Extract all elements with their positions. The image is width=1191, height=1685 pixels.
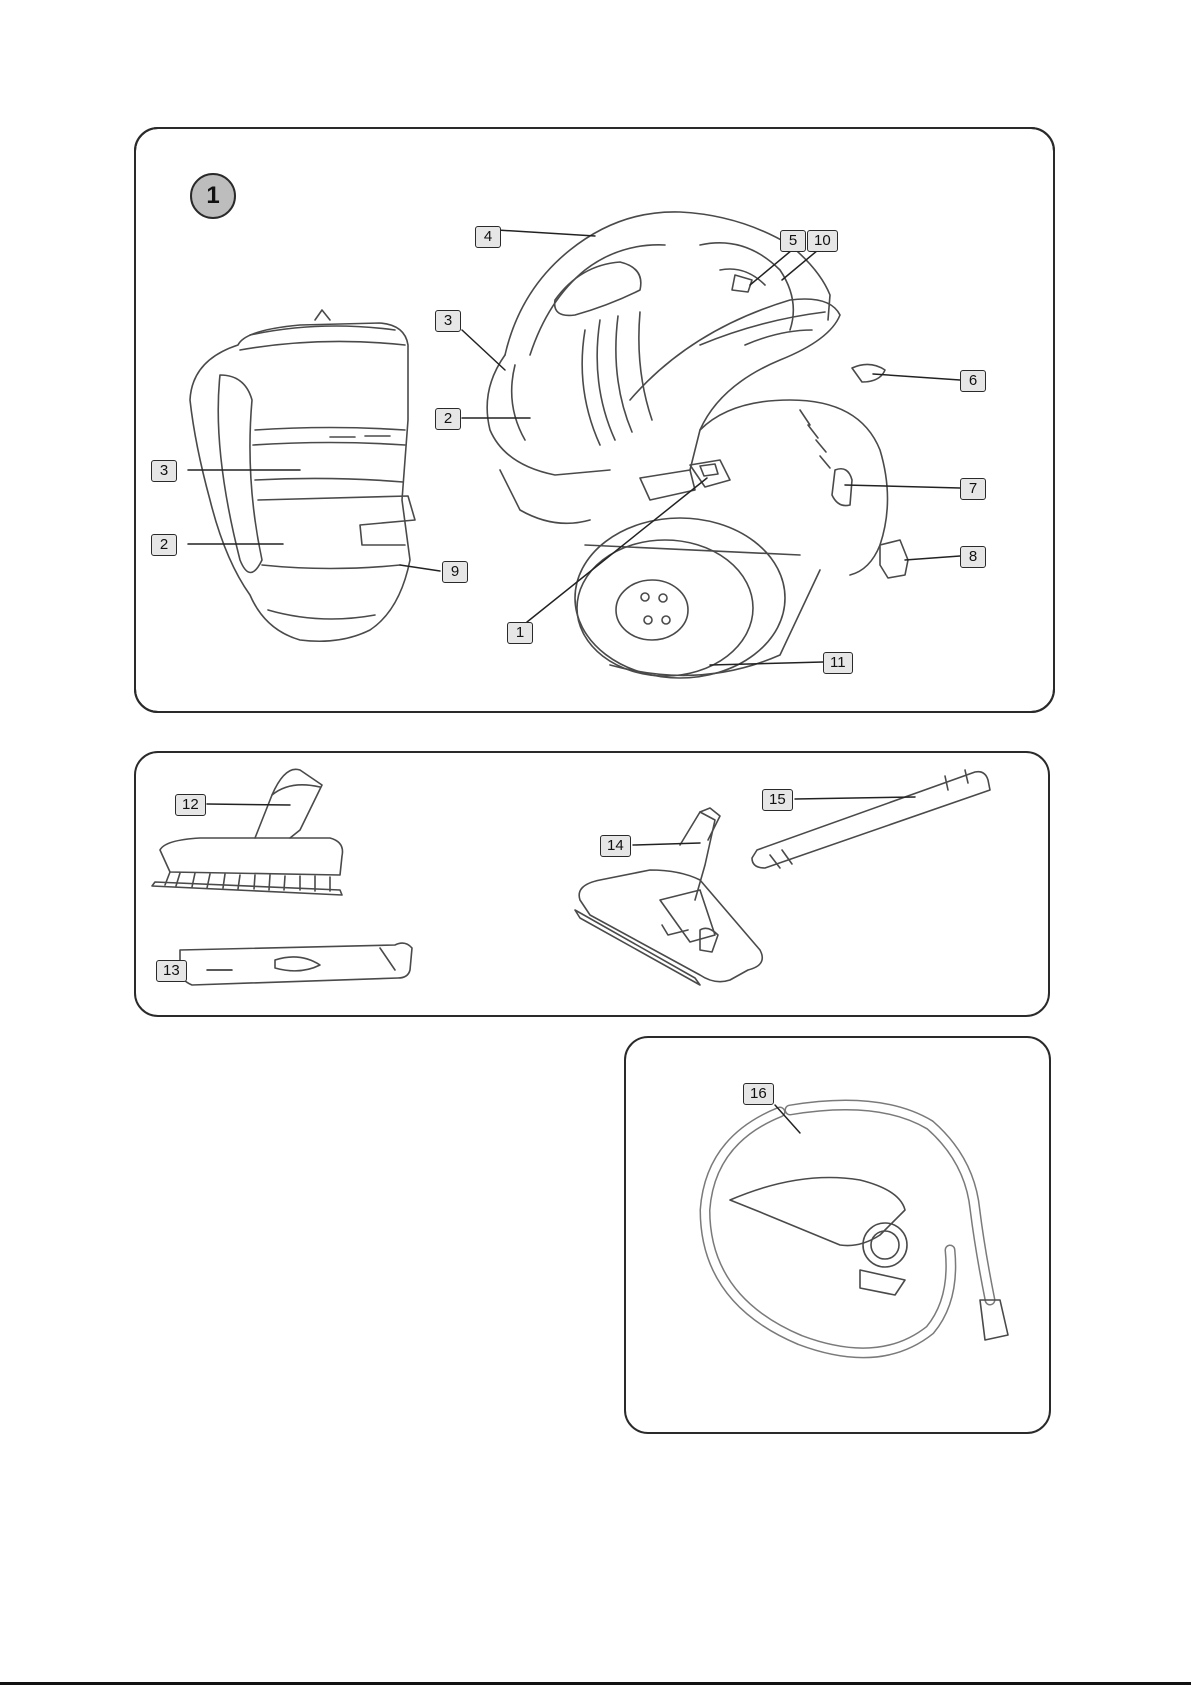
callout-acc-13: 13 — [156, 960, 187, 982]
callout-acc-14: 14 — [600, 835, 631, 857]
callout-body-2: 2 — [435, 408, 461, 430]
callout-bin-2: 2 — [151, 534, 177, 556]
hose-panel — [624, 1036, 1051, 1434]
callout-body-7: 7 — [960, 478, 986, 500]
accessories-panel — [134, 751, 1050, 1017]
callout-acc-12: 12 — [175, 794, 206, 816]
callout-body-5: 5 — [780, 230, 806, 252]
main-unit-panel-border — [134, 127, 1055, 713]
callout-body-4: 4 — [475, 226, 501, 248]
callout-body-6: 6 — [960, 370, 986, 392]
callout-bin-3: 3 — [151, 460, 177, 482]
callout-body-10: 10 — [807, 230, 838, 252]
callout-body-3: 3 — [435, 310, 461, 332]
callout-body-8: 8 — [960, 546, 986, 568]
callout-bin-9: 9 — [442, 561, 468, 583]
callout-body-1: 1 — [507, 622, 533, 644]
callout-acc-15: 15 — [762, 789, 793, 811]
callout-hose-16: 16 — [743, 1083, 774, 1105]
callout-body-11: 11 — [823, 652, 853, 674]
